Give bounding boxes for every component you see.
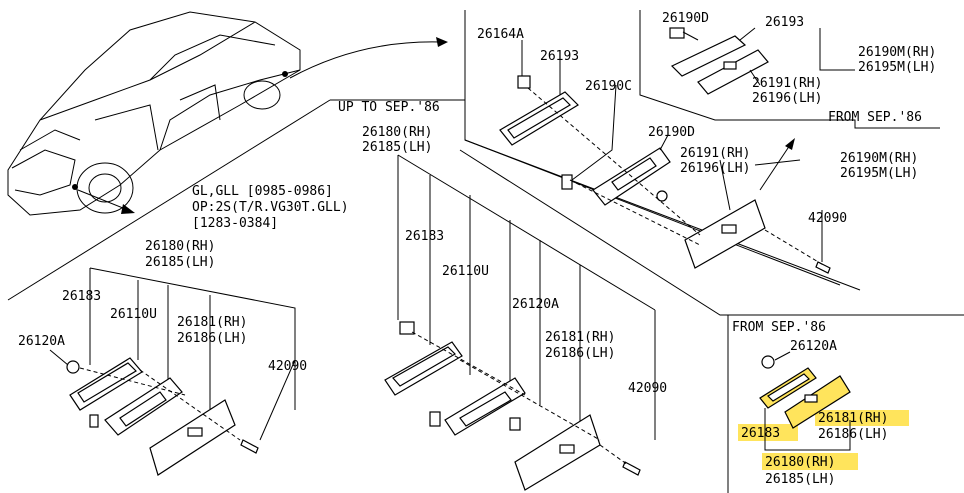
left-label-26183: 26183 xyxy=(62,289,101,304)
car-arrows xyxy=(77,37,448,214)
inset-label-26193: 26193 xyxy=(765,15,804,30)
mid-title: UP TO SEP.'86 xyxy=(338,100,440,115)
label-42090: 42090 xyxy=(808,211,847,226)
left-label-26185: 26185(LH) xyxy=(145,255,215,270)
screw-42090 xyxy=(815,261,831,274)
mid-label-26180: 26180(RH) xyxy=(362,125,432,140)
bottom-inset-parts xyxy=(738,351,909,470)
left-note-1: GL,GLL [0985-0986] xyxy=(192,184,333,199)
mid-lens-26181 xyxy=(514,414,601,491)
inset-bulb-26190d xyxy=(669,27,685,39)
left-bulb-26120a xyxy=(66,360,80,374)
left-label-26110u: 26110U xyxy=(110,307,157,322)
inset-lens-26191 xyxy=(697,49,769,95)
mid-label-42090: 42090 xyxy=(628,381,667,396)
section-dividers xyxy=(7,10,964,493)
left-label-26180: 26180(RH) xyxy=(145,239,215,254)
middle-block-labels: UP TO SEP.'86 26180(RH) 26185(LH) 26183 … xyxy=(338,100,667,396)
inset-bezel-26193 xyxy=(670,35,747,77)
mid-label-26181: 26181(RH) xyxy=(545,330,615,345)
inset-label-26196: 26196(LH) xyxy=(752,91,822,106)
car-illustration xyxy=(7,11,301,216)
label-26164a: 26164A xyxy=(477,27,524,42)
label-26193: 26193 xyxy=(540,49,579,64)
mid-label-26185: 26185(LH) xyxy=(362,140,432,155)
label-26190m: 26190M(RH) xyxy=(840,151,918,166)
top-right-labels: 26164A 26193 26190C 26190D 26191(RH) 261… xyxy=(477,27,918,226)
left-block-labels: GL,GLL [0985-0986] OP:2S(T/R.VG30T.GLL) … xyxy=(18,184,349,374)
inset-caption: FROM SEP.'86 xyxy=(828,110,922,125)
mid-socket xyxy=(399,321,415,335)
mid-label-26120a: 26120A xyxy=(512,297,559,312)
left-screw-42090 xyxy=(240,439,259,454)
label-26196: 26196(LH) xyxy=(680,161,750,176)
bottom-inset-labels: FROM SEP.'86 26120A 26181(RH) 26186(LH) … xyxy=(732,320,888,487)
inset2-label-26181: 26181(RH) xyxy=(818,411,888,426)
mid-bulb-26120a xyxy=(509,417,521,431)
left-label-26120a: 26120A xyxy=(18,334,65,349)
left-note-3: [1283-0384] xyxy=(192,216,278,231)
inset2-label-26180: 26180(RH) xyxy=(765,455,835,470)
label-26195m: 26195M(LH) xyxy=(840,166,918,181)
middle-block-parts xyxy=(384,154,656,491)
inset-label-26190d: 26190D xyxy=(662,11,709,26)
inset-label-26190m: 26190M(RH) xyxy=(858,45,936,60)
inset2-label-26186: 26186(LH) xyxy=(818,427,888,442)
left-label-26181: 26181(RH) xyxy=(177,315,247,330)
inset2-label-26185: 26185(LH) xyxy=(765,472,835,487)
mid-label-26110u: 26110U xyxy=(442,264,489,279)
bulb-26190c xyxy=(561,174,573,190)
left-block-parts xyxy=(49,267,296,476)
inset-bulb-26120a xyxy=(761,355,775,369)
top-inset-parts xyxy=(669,27,855,95)
inset2-title: FROM SEP.'86 xyxy=(732,320,826,335)
top-inset-labels: 26190D 26193 26190M(RH) 26195M(LH) 26191… xyxy=(662,11,936,125)
inset2-label-26120a: 26120A xyxy=(790,339,837,354)
left-lens-26181 xyxy=(149,399,236,476)
mid-screw-42090 xyxy=(622,461,641,476)
left-note-2: OP:2S(T/R.VG30T.GLL) xyxy=(192,200,349,215)
inset-label-26195m: 26195M(LH) xyxy=(858,60,936,75)
left-label-42090: 42090 xyxy=(268,359,307,374)
label-26190d: 26190D xyxy=(648,125,695,140)
label-26191: 26191(RH) xyxy=(680,146,750,161)
lens-26191 xyxy=(684,199,766,269)
top-right-parts xyxy=(499,40,831,274)
inset-label-26191: 26191(RH) xyxy=(752,76,822,91)
mid-label-26183: 26183 xyxy=(405,229,444,244)
socket-26164a xyxy=(517,75,531,89)
inset2-label-26183: 26183 xyxy=(741,426,780,441)
mid-label-26186: 26186(LH) xyxy=(545,346,615,361)
label-26190c: 26190C xyxy=(585,79,632,94)
left-label-26186: 26186(LH) xyxy=(177,331,247,346)
